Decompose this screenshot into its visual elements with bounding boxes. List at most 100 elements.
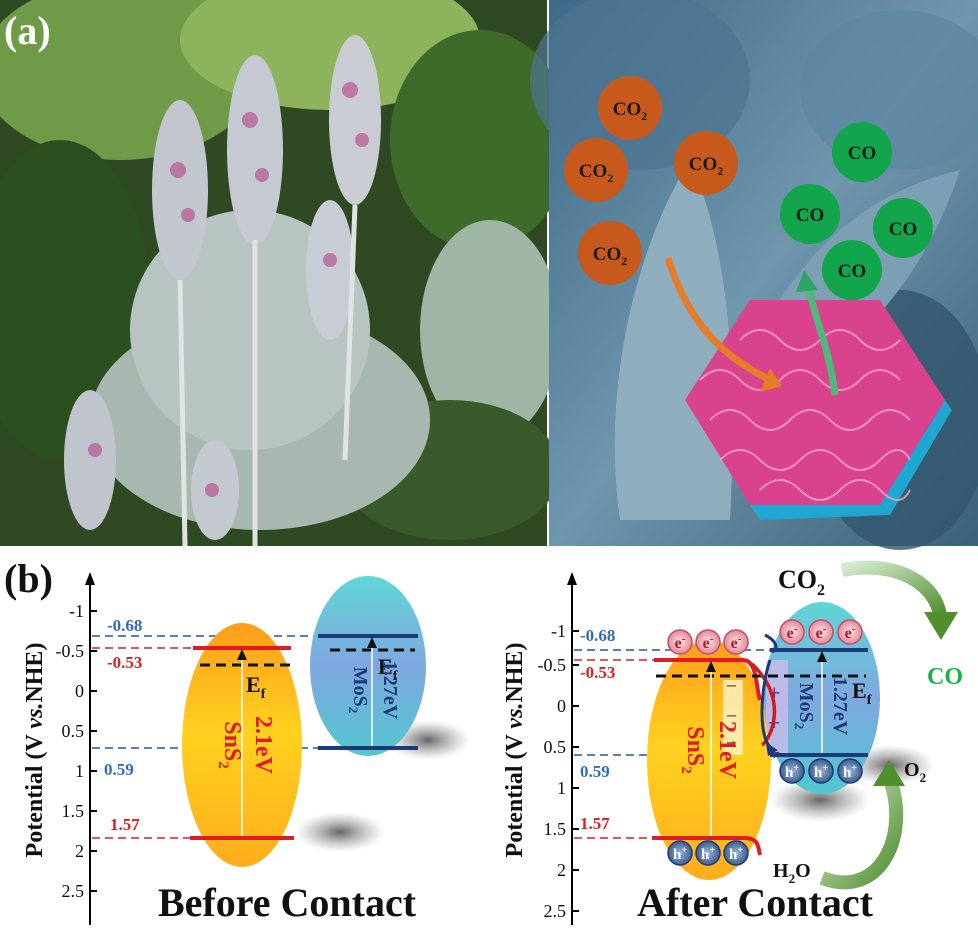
tick-label: -1 [551, 621, 566, 641]
sns2-gap-label: 2.1eV [714, 721, 740, 780]
hole: h+ [808, 758, 834, 784]
svg-text:CO: CO [848, 143, 877, 164]
co2-bubble: CO2 [598, 76, 662, 140]
sns2-label: SnS2 [678, 726, 708, 774]
tick-label: 1 [557, 778, 566, 798]
level-mos2-vb: 0.59 [104, 760, 134, 779]
tick-label: 1.5 [62, 801, 85, 821]
svg-text:h+: h+ [785, 763, 799, 781]
co2-reduction-arrow [840, 560, 947, 617]
electron-transfer-arrow [750, 662, 777, 747]
after-contact-title: After Contact [637, 880, 874, 925]
svg-text:CO: CO [796, 205, 825, 226]
co2-bubble: CO2 [674, 131, 738, 195]
y-axis-before: Potential (V vs.NHE) -1 -0.5 0 0.5 1 1.5… [22, 572, 97, 925]
mos2-label: MoS2 [346, 667, 371, 714]
before-contact-title: Before Contact [158, 880, 417, 925]
tick-label: 2 [557, 860, 566, 880]
hole: h+ [837, 758, 863, 784]
svg-text:CO: CO [838, 261, 867, 282]
o2-label: O2 [904, 759, 926, 785]
level-sns2-vb: 1.57 [580, 814, 610, 833]
co-bubble: CO [780, 184, 840, 244]
tick-label: 0 [75, 681, 84, 701]
y-axis-title: Potential (V vs.NHE) [502, 643, 528, 858]
sns2-label: SnS2 [215, 721, 245, 769]
electron: e- [808, 619, 834, 645]
panel-a-label: (a) [4, 8, 51, 53]
fermi-level-sns2: Ef [246, 672, 266, 702]
level-mos2-cb: -0.68 [107, 616, 142, 635]
svg-text:h+: h+ [701, 845, 715, 863]
tick-label: -0.5 [538, 655, 567, 675]
svg-text:h+: h+ [843, 763, 857, 781]
co2-bubble: CO2 [578, 221, 642, 285]
electron: e- [695, 629, 721, 655]
mos2-label: MoS2 [792, 683, 817, 730]
hole-transfer-arrow [760, 659, 774, 750]
level-sns2-cb: -0.53 [580, 663, 615, 682]
electron: e- [779, 619, 805, 645]
co-label: CO [927, 664, 963, 690]
tick-label: -0.5 [56, 641, 85, 661]
panel-b-label: (b) [4, 556, 53, 601]
water-oxidation-arrow [819, 777, 904, 890]
negative-charge: – [726, 731, 737, 751]
y-axis-after: Potential (V vs.NHE) -1 -0.5 0 0.5 1 1.5… [502, 572, 579, 925]
svg-text:h+: h+ [729, 845, 743, 863]
svg-text:CO2: CO2 [593, 244, 628, 268]
positive-charge: + [768, 680, 781, 705]
y-axis-title: Potential (V vs.NHE) [22, 643, 48, 858]
svg-text:CO2: CO2 [689, 154, 724, 178]
fermi-level-mos2: Ef [378, 654, 398, 684]
sns2-gap-label: 2.1eV [250, 716, 276, 775]
tick-label: 2 [75, 841, 84, 861]
fermi-level: Ef [852, 678, 872, 708]
tick-label: 0.5 [544, 737, 567, 757]
tick-label: 2.5 [62, 881, 85, 901]
co-bubble: CO [832, 122, 892, 182]
after-contact-diagram: Potential (V vs.NHE) -1 -0.5 0 0.5 1 1.5… [502, 560, 963, 925]
mos2-gap-label: 1.27eV [829, 677, 851, 736]
tick-label: 1 [75, 761, 84, 781]
tick-label: 2.5 [544, 901, 567, 921]
svg-text:e-: e- [731, 633, 742, 652]
tick-label: 0 [557, 696, 566, 716]
plant-photo [0, 0, 570, 547]
svg-text:h+: h+ [673, 845, 687, 863]
level-mos2-vb: 0.59 [580, 762, 610, 781]
negative-charge: – [726, 674, 737, 694]
hole: h+ [723, 840, 749, 866]
svg-text:CO2: CO2 [579, 161, 614, 185]
level-sns2-vb: 1.57 [110, 815, 140, 834]
svg-text:e-: e- [787, 623, 798, 642]
electron: e- [837, 619, 863, 645]
tick-label: -1 [69, 601, 84, 621]
level-sns2-cb: -0.53 [107, 653, 142, 672]
mos2-gap-label: 1.27eV [379, 661, 401, 720]
co2-in-arrow [664, 256, 772, 384]
svg-text:e-: e- [845, 623, 856, 642]
electron: e- [667, 629, 693, 655]
svg-text:e-: e- [703, 633, 714, 652]
tick-label: 1.5 [544, 819, 567, 839]
level-mos2-cb: -0.68 [580, 626, 615, 645]
co2-label: CO2 [778, 565, 825, 599]
catalyst-hexagon [685, 300, 945, 505]
svg-text:e-: e- [675, 633, 686, 652]
before-contact-diagram: Potential (V vs.NHE) -1 -0.5 0 0.5 1 1.5… [22, 572, 470, 925]
hole: h+ [667, 840, 693, 866]
mos2-band [310, 576, 426, 756]
panel-a: (a) [0, 0, 978, 550]
co-bubble: CO [873, 198, 933, 258]
svg-text:e-: e- [816, 623, 827, 642]
tick-label: 0.5 [62, 721, 85, 741]
electron: e- [723, 629, 749, 655]
hole: h+ [779, 758, 805, 784]
hole: h+ [695, 840, 721, 866]
svg-text:CO: CO [889, 219, 918, 240]
co-bubble: CO [822, 240, 882, 300]
negative-charge: – [726, 704, 737, 724]
svg-text:CO2: CO2 [613, 99, 648, 123]
